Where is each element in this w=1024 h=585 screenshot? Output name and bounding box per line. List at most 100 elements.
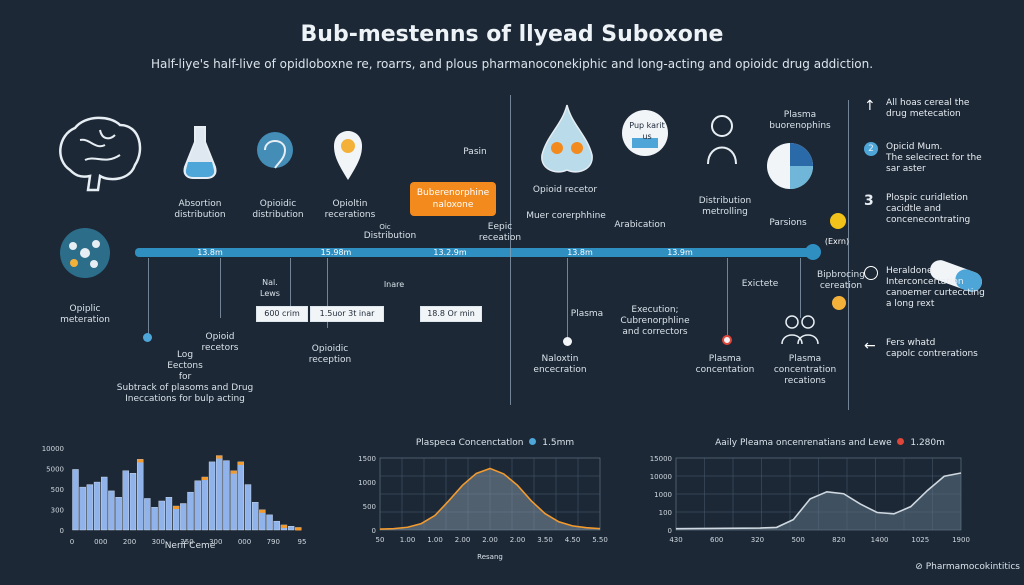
- bar: [266, 514, 273, 531]
- bar: [136, 459, 144, 531]
- right-panel-item: ↑ All hoas cereal the drug metecation: [864, 98, 1014, 120]
- x-tick: 600: [710, 536, 723, 544]
- connector-line: [290, 258, 291, 308]
- bar-x-tick: 300: [209, 538, 222, 546]
- person-icon: [707, 115, 737, 165]
- label-muer: Muer corerphhine: [526, 211, 606, 221]
- x-tick: 5.50: [592, 536, 608, 544]
- people-icon: [781, 315, 819, 345]
- number-2-icon: 2: [864, 142, 878, 156]
- y-tick: 10000: [650, 473, 672, 481]
- x-tick: 820: [832, 536, 845, 544]
- y-tick: 1500: [358, 455, 376, 463]
- connector-line: [327, 258, 328, 328]
- bar: [230, 470, 237, 531]
- number-3-icon: 3: [864, 193, 874, 209]
- timeline-end-node: [805, 244, 821, 260]
- legend-dot: [897, 438, 905, 445]
- bar: [115, 497, 122, 531]
- right-panel: ↑ All hoas cereal the drug metecation 2 …: [864, 98, 1014, 360]
- x-tick: 1.00: [400, 536, 416, 544]
- label-opioid-receptor: Opioid recetor: [532, 185, 598, 195]
- bar-x-tick: 0: [70, 538, 74, 546]
- bar-x-tick: 95: [298, 538, 307, 546]
- right-panel-text: Plospic curidletion cacidtle and concene…: [886, 193, 971, 225]
- bar: [244, 484, 252, 531]
- bar: [72, 469, 79, 531]
- bar-x-tick: 250: [180, 538, 193, 546]
- y-tick: 0: [668, 527, 672, 535]
- value-box-1: 600 crim: [256, 306, 308, 322]
- line2-title: Aaily Pleama oncenrenatians and Lewe: [715, 438, 892, 448]
- series-line: [675, 472, 962, 530]
- label-plasma-top: Plasma buorenophins: [769, 110, 831, 131]
- marker-dot: [563, 337, 572, 346]
- bar-y-tick: 5000: [46, 466, 64, 474]
- bar-x-tick: 200: [123, 538, 136, 546]
- page-title: Bub-mestenns of llyead Suboxone: [300, 22, 724, 47]
- label-arabication: Arabication: [614, 220, 666, 230]
- timeline-tick-3: 13.2.9m: [433, 248, 467, 257]
- line1-legend: 1.5mm: [542, 438, 575, 448]
- label-naloxin: Naloxtin encecration: [533, 354, 587, 375]
- label-plasma-conc: Plasma concentation: [695, 354, 755, 375]
- bar-y-tick: 10000: [42, 445, 64, 453]
- label-parsions: Parsions: [769, 218, 807, 228]
- pill-icon: [930, 260, 982, 292]
- bar-highlight: [259, 509, 266, 513]
- label-plasma-conc2: Plasma concentration recations: [773, 354, 837, 386]
- right-panel-text: Heraldone Interconcertation canoemer cur…: [886, 266, 985, 309]
- timeline-tick-2: 15.98m: [320, 248, 352, 257]
- label-opioidic-distribution: Opioidic distribution: [252, 199, 304, 220]
- label-opioitin: Opioltin recerations: [324, 199, 376, 220]
- x-tick: 2.00: [482, 536, 498, 544]
- page-subtitle: Half-liye's half-live of opidloboxne re,…: [150, 57, 874, 71]
- bar-x-tick: 790: [267, 538, 280, 546]
- bar-highlight: [295, 527, 302, 531]
- footer-text: Pharmamocokintitics: [925, 562, 1020, 572]
- timeline-bar: [135, 248, 815, 257]
- legend-dot: [529, 438, 537, 445]
- label-oic: Oic: [379, 223, 391, 231]
- bar-x-tick: 000: [94, 538, 107, 546]
- bar-highlight: [216, 455, 223, 459]
- bar: [165, 497, 173, 531]
- connector-line: [510, 95, 511, 405]
- bar: [180, 503, 187, 531]
- label-eepic: Eepic receation: [478, 222, 522, 243]
- value-box-2: 1.5uor 3t inar: [310, 306, 384, 322]
- x-tick: 500: [791, 536, 804, 544]
- line1-title: Plaspeca Concenctatlon: [415, 438, 524, 448]
- bar: [259, 509, 266, 531]
- plus-icon: [830, 213, 846, 229]
- label-log-section: Log Eectons for Subtrack of plasoms and …: [116, 350, 254, 404]
- bar-highlight: [280, 524, 287, 528]
- bar-x-tick: 000: [238, 538, 251, 546]
- bar-highlight: [201, 477, 208, 481]
- x-tick: 3.50: [537, 536, 553, 544]
- y-tick: 0: [372, 527, 376, 535]
- x-tick: 1400: [871, 536, 889, 544]
- left-arrow-icon: ←: [864, 338, 876, 354]
- footer-icon: ⊘: [915, 562, 926, 572]
- buprenorphine-callout: Buberenorphine naloxone: [410, 182, 496, 216]
- y-tick: 1000: [654, 491, 672, 499]
- y-tick: 1000: [358, 479, 376, 487]
- right-panel-item: ← Fers whatd capolc contrerations: [864, 338, 1014, 360]
- label-inare: Inare: [383, 280, 405, 289]
- bar-y-tick: 300: [51, 507, 64, 515]
- bar: [79, 486, 86, 531]
- right-panel-item: Heraldone Interconcertation canoemer cur…: [864, 266, 1014, 310]
- bar: [201, 476, 209, 531]
- connector-line: [220, 258, 221, 318]
- label-pup: Pup karit us: [629, 121, 665, 141]
- timeline-tick-4: 13.8m: [567, 248, 593, 257]
- label-exictete: Exictete: [741, 279, 779, 289]
- label-absorption: Absortion distribution: [174, 199, 226, 220]
- bar-highlight: [230, 470, 237, 474]
- label-execution: Execution; Cubrenorphline and correctors: [620, 305, 690, 337]
- right-panel-item: 2 Opicid Mum. The selecirect for the sar…: [864, 142, 1014, 175]
